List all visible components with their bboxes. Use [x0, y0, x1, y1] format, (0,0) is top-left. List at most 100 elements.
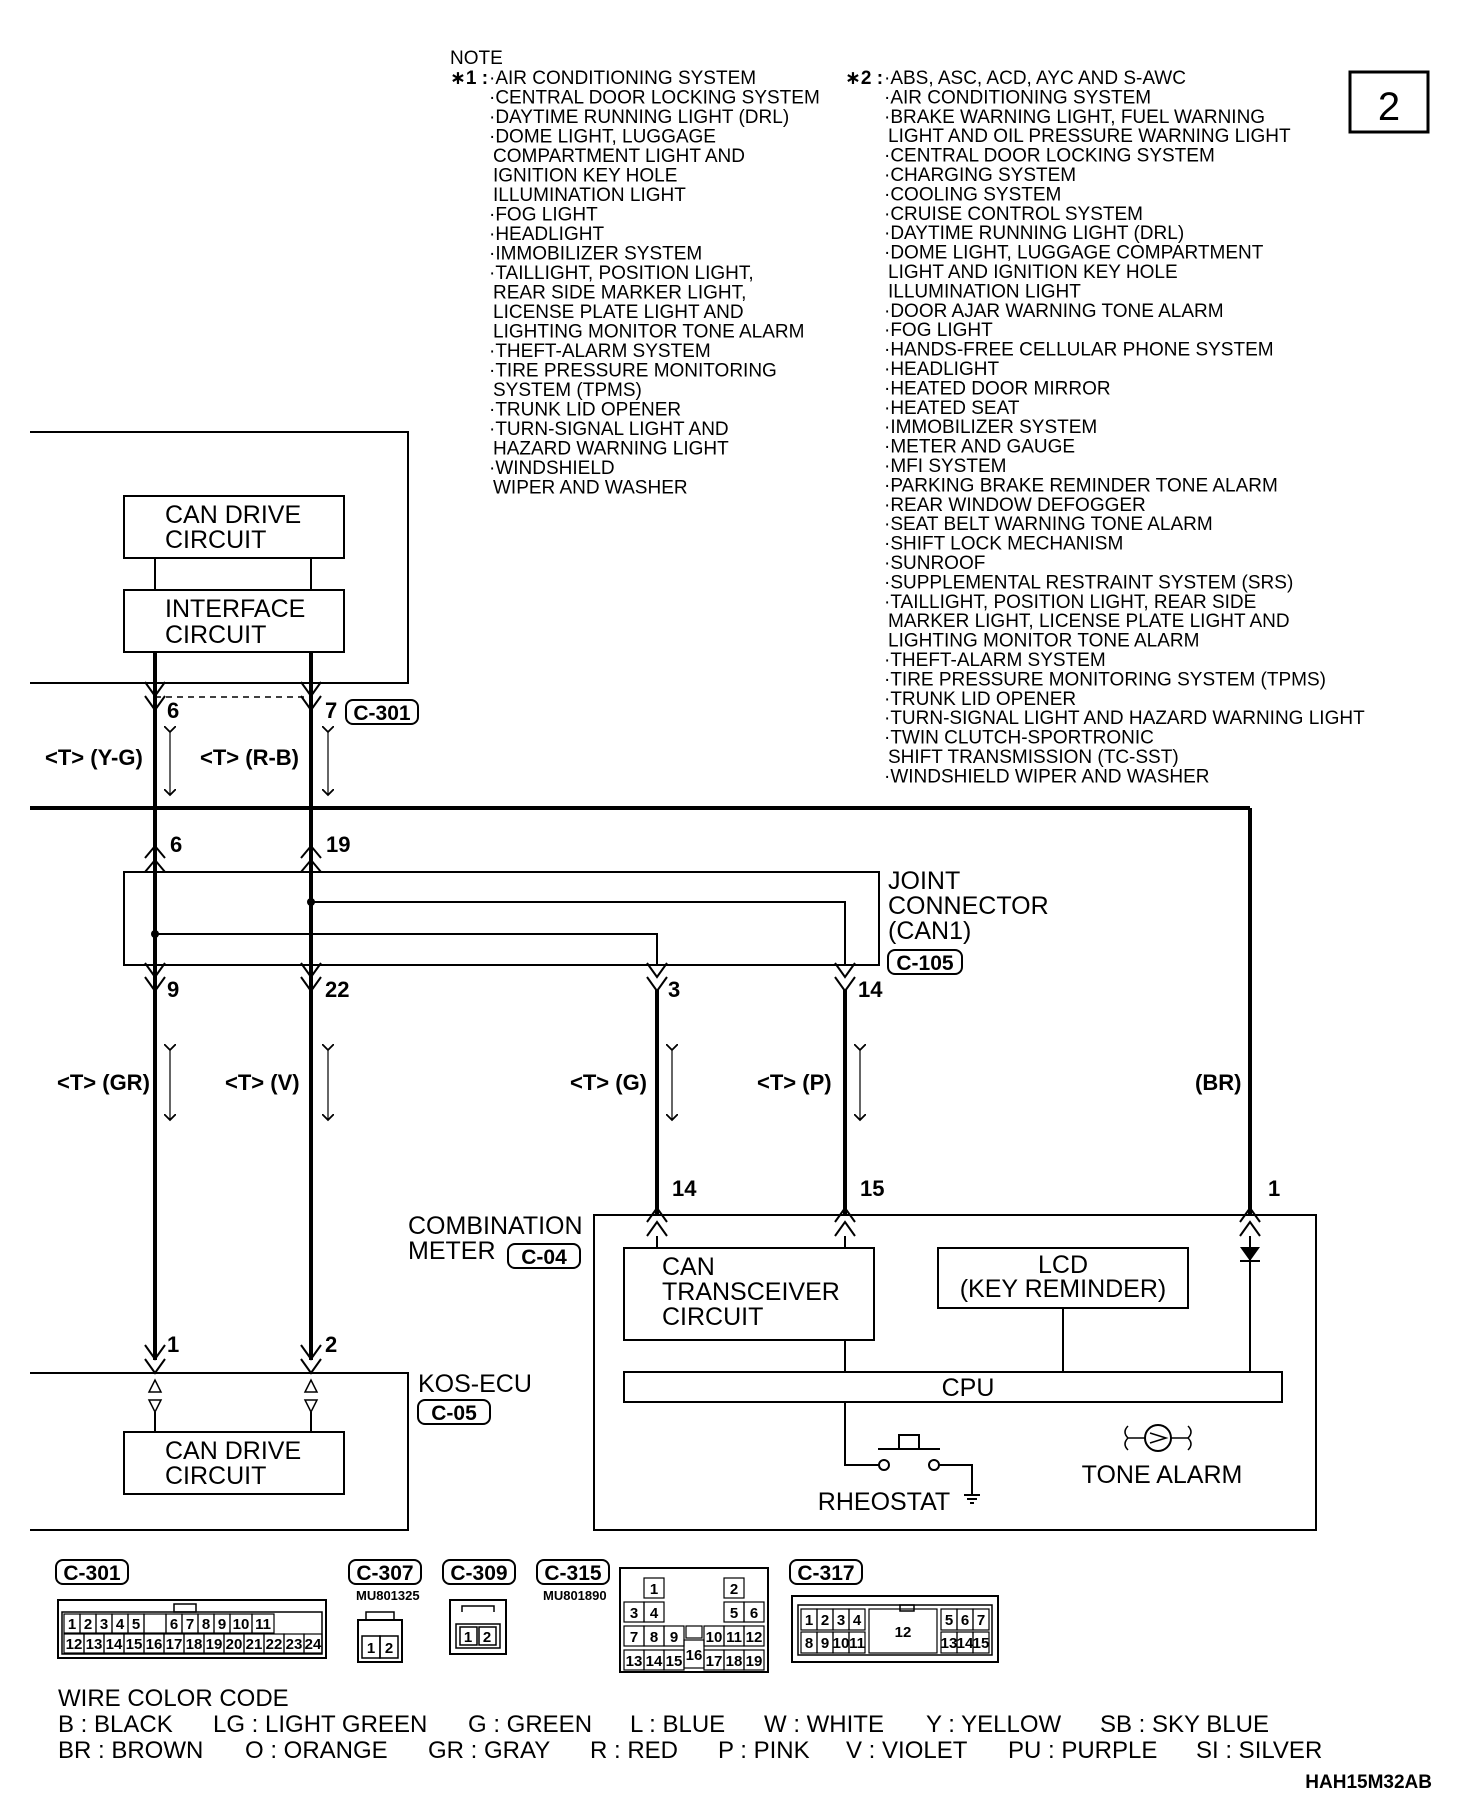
- note-star1-item: ·TIRE PRESSURE MONITORING: [489, 361, 777, 382]
- pin-1-meter: 1: [1268, 1176, 1280, 1201]
- note-star1-item: ·TURN-SIGNAL LIGHT AND: [489, 419, 729, 440]
- lcd-line1: LCD: [1038, 1251, 1088, 1279]
- connector-c05-label: C-05: [431, 1402, 477, 1425]
- lcd-line2: (KEY REMINDER): [960, 1275, 1167, 1303]
- c301-pin: 18: [186, 1636, 203, 1653]
- wire-color-entry: L : BLUE: [630, 1711, 725, 1738]
- wire-yg: <T> (Y-G): [45, 745, 143, 770]
- note-title: NOTE: [450, 48, 503, 69]
- cpu-label: CPU: [942, 1374, 995, 1402]
- note-star1-item: LICENSE PLATE LIGHT AND: [493, 302, 744, 323]
- wire-p: <T> (P): [757, 1070, 832, 1095]
- note-star2-item: ·HEATED SEAT: [884, 398, 1020, 419]
- note-star1-item: ·AIR CONDITIONING SYSTEM: [489, 68, 756, 89]
- note-star2-item: MARKER LIGHT, LICENSE PLATE LIGHT AND: [888, 611, 1290, 632]
- c315-pin: 15: [666, 1653, 683, 1670]
- note-star2-item: SHIFT TRANSMISSION (TC-SST): [888, 747, 1179, 768]
- note-star1-item: ·HEADLIGHT: [489, 224, 604, 245]
- connector-face-c309: 1 2: [449, 1599, 507, 1655]
- c317-pin: 12: [895, 1624, 912, 1641]
- note-star2-item: ·SUNROOF: [884, 553, 985, 574]
- note-star2-item: ·CENTRAL DOOR LOCKING SYSTEM: [884, 146, 1215, 167]
- c301-pin: 9: [218, 1616, 226, 1633]
- pin-3: 3: [668, 977, 680, 1002]
- c315-pin: 3: [630, 1605, 638, 1622]
- can-drive-top-line1: CAN DRIVE: [165, 501, 301, 529]
- wire-color-entry: O : ORANGE: [245, 1737, 388, 1764]
- c317-pin: 2: [821, 1612, 829, 1629]
- note-star1-item: ·FOG LIGHT: [489, 205, 598, 226]
- note-star1-item: ·DAYTIME RUNNING LIGHT (DRL): [489, 107, 789, 128]
- note-star2-item: ·BRAKE WARNING LIGHT, FUEL WARNING: [884, 107, 1265, 128]
- c301-pin: 2: [84, 1616, 92, 1633]
- part-mu801325: MU801325: [356, 1588, 420, 1603]
- combination-meter-line1: COMBINATION: [408, 1212, 583, 1240]
- note-star2-item: ·HEATED DOOR MIRROR: [884, 378, 1111, 399]
- note-star1-item: WIPER AND WASHER: [493, 478, 688, 499]
- c301-pin: 12: [66, 1636, 83, 1653]
- note-star2-item: ·SEAT BELT WARNING TONE ALARM: [884, 514, 1213, 535]
- c301-pin: 3: [100, 1616, 108, 1633]
- kos-ecu-label: KOS-ECU: [418, 1370, 532, 1398]
- note-star2-item: ·CRUISE CONTROL SYSTEM: [884, 204, 1143, 225]
- note-star2-item: ·WINDSHIELD WIPER AND WASHER: [884, 766, 1210, 787]
- c317-pin: 9: [821, 1635, 829, 1652]
- wire-color-entry: V : VIOLET: [846, 1737, 968, 1764]
- c309-pin-1: 1: [464, 1629, 472, 1646]
- note-star2-item: ·TAILLIGHT, POSITION LIGHT, REAR SIDE: [884, 592, 1256, 613]
- tone-alarm-icon: [1124, 1424, 1192, 1452]
- note-star1-item: ·CENTRAL DOOR LOCKING SYSTEM: [489, 88, 820, 109]
- pin-15-meter: 15: [860, 1176, 884, 1201]
- note-star1-item: ·DOME LIGHT, LUGGAGE: [489, 127, 716, 148]
- connector-c301-label: C-301: [353, 702, 411, 725]
- c317-pin: 7: [977, 1612, 985, 1629]
- wire-gr: <T> (GR): [57, 1070, 150, 1095]
- pin-1-kos: 1: [167, 1332, 179, 1357]
- c315-pin: 5: [730, 1605, 738, 1622]
- kos-ecu-outline: [30, 1372, 409, 1531]
- wire-color-code-title: WIRE COLOR CODE: [58, 1685, 289, 1712]
- c317-pin: 8: [805, 1635, 813, 1652]
- note-star2-item: ·TIRE PRESSURE MONITORING SYSTEM (TPMS): [884, 669, 1326, 690]
- note-star1-item: ·THEFT-ALARM SYSTEM: [489, 341, 711, 362]
- wire-color-entry: SB : SKY BLUE: [1100, 1711, 1269, 1738]
- note-star2-item: ·DOME LIGHT, LUGGAGE COMPARTMENT: [884, 243, 1264, 264]
- note-star2-item: ·THEFT-ALARM SYSTEM: [884, 650, 1106, 671]
- connector-face-c307: 1 2: [357, 1611, 403, 1663]
- pin-6-c301: 6: [167, 698, 179, 723]
- pin-2-kos: 2: [325, 1332, 337, 1357]
- can-drive-circuit-top: [123, 495, 345, 559]
- note-star1-item: SYSTEM (TPMS): [493, 380, 642, 401]
- wire-color-entry: GR : GRAY: [428, 1737, 550, 1764]
- c301-pin: 11: [255, 1616, 271, 1633]
- wire-color-entry: W : WHITE: [764, 1711, 884, 1738]
- note-star1-item: REAR SIDE MARKER LIGHT,: [493, 283, 746, 304]
- c315-pin: 1: [650, 1581, 658, 1598]
- can-drive-top-line2: CIRCUIT: [165, 526, 266, 554]
- wire-color-entry: G : GREEN: [468, 1711, 592, 1738]
- c317-pin: 5: [945, 1612, 953, 1629]
- face-c315-label: C-315: [544, 1562, 602, 1585]
- c307-pin-2: 2: [385, 1640, 393, 1657]
- c301-pin: 24: [305, 1636, 322, 1653]
- note-star2-item: LIGHT AND IGNITION KEY HOLE: [888, 262, 1178, 283]
- c315-pin: 4: [650, 1605, 659, 1622]
- note-star1-item: ILLUMINATION LIGHT: [493, 185, 686, 206]
- c315-pin: 17: [706, 1653, 723, 1670]
- rheostat-label: RHEOSTAT: [818, 1488, 950, 1516]
- can-drive-bottom-line1: CAN DRIVE: [165, 1437, 301, 1465]
- note-star2-item: ·TRUNK LID OPENER: [884, 689, 1076, 710]
- pin-6-joint: 6: [170, 832, 182, 857]
- interface-circuit: [123, 589, 345, 653]
- c315-pin: 13: [626, 1653, 643, 1670]
- c301-pin: 8: [202, 1616, 210, 1633]
- c315-pin: 8: [650, 1629, 658, 1646]
- tone-alarm-label: TONE ALARM: [1082, 1461, 1243, 1489]
- c301-pin: 13: [86, 1636, 103, 1653]
- note-star1-item: ·WINDSHIELD: [489, 458, 615, 479]
- c317-pin: 3: [837, 1612, 845, 1629]
- note-star2-item: ·AIR CONDITIONING SYSTEM: [884, 87, 1151, 108]
